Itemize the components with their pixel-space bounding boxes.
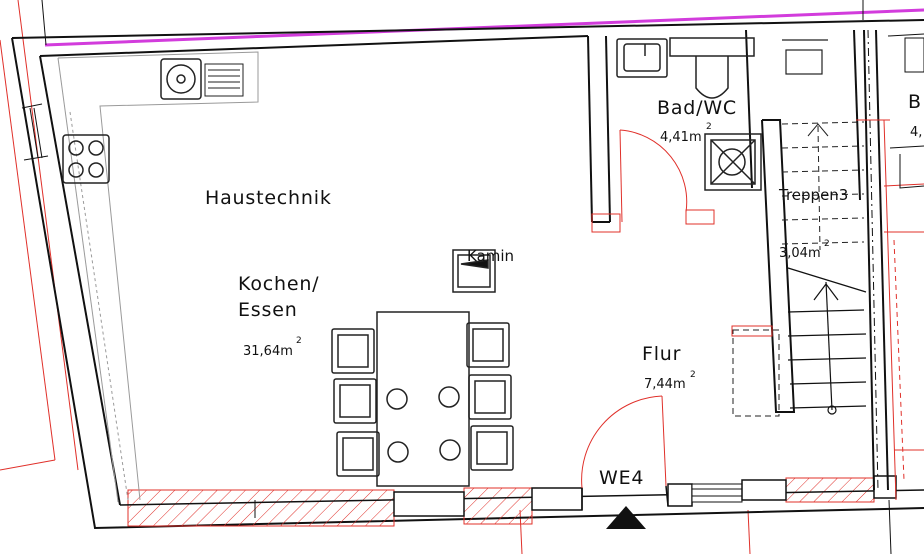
haustechnik-label: Haustechnik — [205, 187, 332, 209]
sink-icon — [160, 58, 244, 100]
left-window — [21, 103, 49, 161]
washbasin-icon — [616, 38, 668, 78]
kamin-icon — [452, 249, 496, 293]
bad-area: 4,41m — [660, 130, 702, 145]
bad-area-unit: 2 — [706, 122, 712, 132]
entrance-door — [581, 395, 669, 510]
flur-area: 7,44m — [644, 377, 686, 392]
kochen-area-unit: 2 — [296, 336, 302, 346]
bad-label: Bad/WC — [657, 97, 737, 119]
unit-label: WE4 — [599, 467, 644, 489]
shower-drain-icon — [704, 133, 762, 191]
kamin-label: Kamin — [467, 247, 514, 265]
treppe-area: 3,04m — [779, 246, 821, 261]
treppe-label: Treppen3 — [778, 186, 848, 204]
kochen-label-line1: Kochen/ — [238, 273, 319, 295]
dining-chairs — [331, 322, 514, 477]
kochen-area: 31,64m — [243, 344, 293, 359]
stove-icon — [62, 134, 110, 184]
dining-table — [376, 311, 470, 487]
party-wall — [853, 29, 924, 501]
exterior-walls — [11, 19, 924, 530]
neighbor-room-area: 4, — [910, 125, 922, 140]
treppe-area-unit: 2 — [824, 239, 830, 249]
neighbor-room-label: B — [908, 91, 922, 113]
toilet-icon — [669, 37, 755, 99]
staircase — [731, 119, 867, 417]
entrance-arrow — [606, 506, 646, 529]
neighbor-furniture — [782, 39, 828, 75]
south-wall — [119, 475, 924, 527]
flur-area-unit: 2 — [690, 370, 696, 380]
flur-label: Flur — [642, 343, 681, 365]
bath-door — [591, 129, 715, 233]
kitchen-counter — [57, 51, 259, 503]
kochen-label-line2: Essen — [238, 299, 298, 321]
